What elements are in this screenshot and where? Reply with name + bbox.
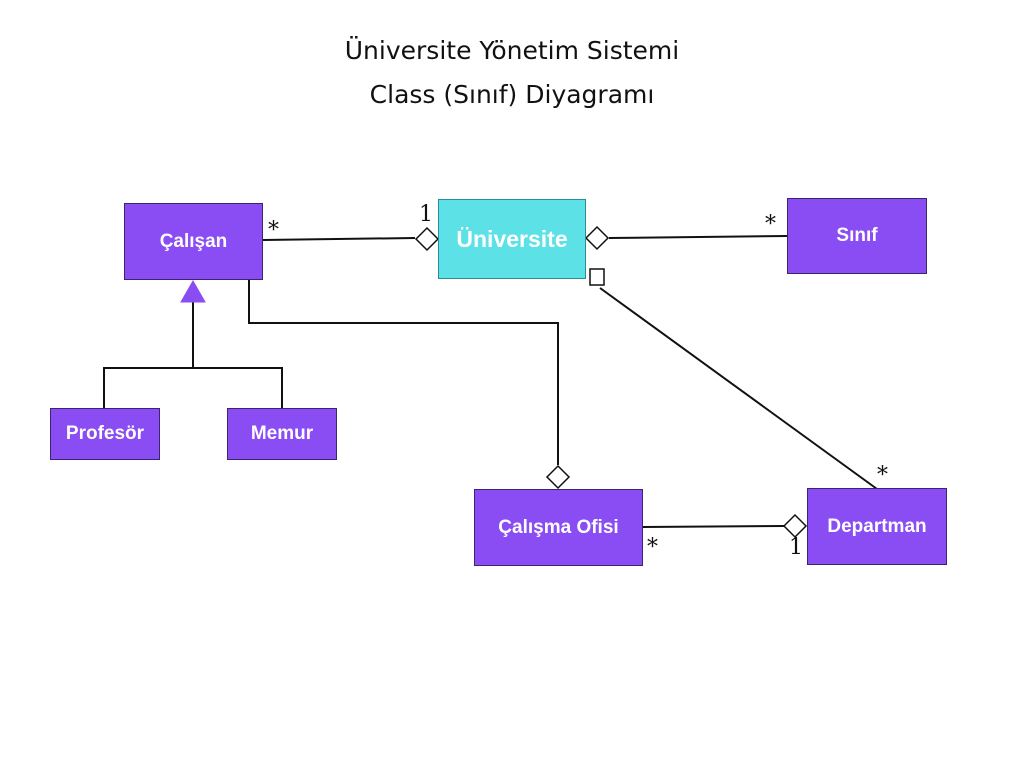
association-universite-departman <box>599 287 878 490</box>
class-sinif[interactable]: Sınıf <box>787 198 927 274</box>
multiplicity-calisan-side: * <box>268 218 279 243</box>
aggregation-diamond-universite-left <box>414 226 440 252</box>
generalization-triangle <box>180 279 206 303</box>
class-memur[interactable]: Memur <box>227 408 337 460</box>
class-universite[interactable]: Üniversite <box>438 199 586 279</box>
association-calisan-calisma-ofisi <box>248 280 559 465</box>
multiplicity-universite-side-1: 1 <box>419 202 433 227</box>
association-ofis-departman <box>642 525 785 528</box>
diagram-title-line-2: Class (Sınıf) Diyagramı <box>369 80 655 109</box>
aggregation-diamond-universite-bottom <box>589 268 605 286</box>
class-departman[interactable]: Departman <box>807 488 947 565</box>
multiplicity-sinif-side: * <box>765 212 776 237</box>
multiplicity-ofis-side: * <box>647 535 658 560</box>
association-universite-sinif <box>608 235 788 239</box>
multiplicity-departman-side-1: 1 <box>789 535 803 560</box>
inheritance-branches <box>103 367 283 408</box>
class-calisan[interactable]: Çalışan <box>124 203 263 280</box>
multiplicity-departman-top: * <box>877 463 888 488</box>
class-profesor[interactable]: Profesör <box>50 408 160 460</box>
class-calisma-ofisi[interactable]: Çalışma Ofisi <box>474 489 643 566</box>
aggregation-diamond-universite-right <box>584 225 610 251</box>
diagram-title-line-1: Üniversite Yönetim Sistemi <box>344 36 680 65</box>
aggregation-diamond-departman <box>782 513 808 539</box>
association-calisan-universite <box>262 237 416 241</box>
aggregation-diamond-calisma-ofisi <box>545 464 571 490</box>
